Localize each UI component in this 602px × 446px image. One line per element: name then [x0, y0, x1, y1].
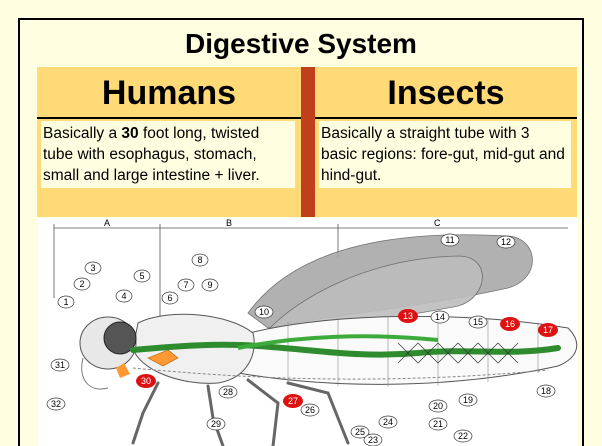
callout-21: 21: [433, 419, 443, 429]
callout-20: 20: [433, 401, 443, 411]
callout-7: 7: [183, 280, 188, 290]
callout-25: 25: [355, 427, 365, 437]
humans-description: Basically a 30 foot long, twisted tube w…: [41, 121, 295, 188]
section-label-a: A: [104, 218, 110, 228]
callout-6: 6: [167, 293, 172, 303]
callout-27: 27: [288, 396, 298, 406]
callout-13: 13: [403, 311, 413, 321]
callout-18: 18: [541, 386, 551, 396]
callout-24: 24: [383, 417, 393, 427]
callout-29: 29: [211, 419, 221, 429]
callout-32: 32: [51, 399, 61, 409]
callout-30: 30: [141, 376, 151, 386]
callout-16: 16: [505, 319, 515, 329]
callout-1: 1: [63, 297, 68, 307]
callout-8: 8: [197, 255, 202, 265]
callout-3: 3: [90, 263, 95, 273]
callout-11: 11: [445, 235, 454, 245]
callout-19: 19: [463, 395, 473, 405]
callout-4: 4: [121, 291, 126, 301]
callout-2: 2: [79, 279, 84, 289]
insects-panel: Insects Basically a straight tube with 3…: [315, 67, 577, 217]
callout-5: 5: [139, 271, 144, 281]
callout-31: 31: [55, 360, 65, 370]
callout-28: 28: [223, 387, 233, 397]
insect-anatomy-diagram: A B C: [38, 218, 578, 446]
section-label-c: C: [434, 218, 441, 228]
slide-title: Digestive System: [0, 28, 602, 60]
callout-17: 17: [543, 325, 553, 335]
callout-23: 23: [368, 435, 378, 445]
callout-22: 22: [458, 431, 468, 441]
callout-10: 10: [259, 307, 269, 317]
humans-text-bold: 30: [121, 125, 138, 142]
humans-panel: Humans Basically a 30 foot long, twisted…: [37, 67, 301, 217]
humans-text-part1: Basically a: [43, 125, 121, 142]
callout-9: 9: [207, 280, 212, 290]
section-label-b: B: [226, 218, 232, 228]
insect-anatomy-svg: A B C: [38, 218, 578, 446]
insects-description: Basically a straight tube with 3 basic r…: [319, 121, 571, 188]
column-divider: [301, 67, 315, 217]
insects-heading: Insects: [315, 67, 577, 119]
humans-heading: Humans: [37, 67, 301, 119]
callout-15: 15: [473, 317, 483, 327]
callout-14: 14: [435, 312, 445, 322]
callout-26: 26: [305, 405, 315, 415]
callout-12: 12: [501, 237, 511, 247]
